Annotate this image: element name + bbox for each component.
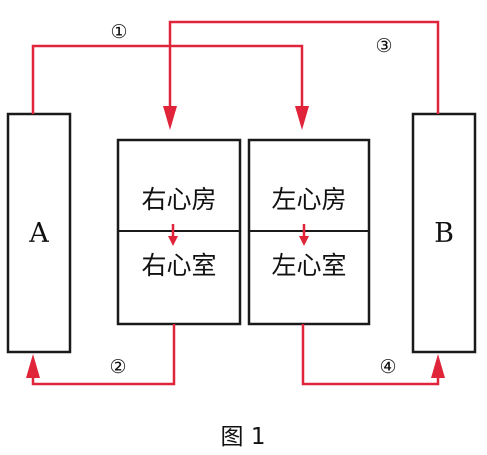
organ-b-box [411, 112, 477, 354]
organ-a-label: A [28, 218, 49, 249]
path-2-line [31, 324, 176, 386]
left-atrium-label: 左心房 [271, 185, 346, 214]
path-1-line [31, 44, 304, 114]
right-ventricle-label: 右心室 [141, 251, 216, 280]
path-2-number: ② [109, 356, 126, 378]
path-4-line [301, 324, 440, 386]
organ-a-box [6, 112, 72, 354]
path-1-number: ① [110, 21, 127, 43]
path-2-arrowhead [26, 354, 40, 378]
path-4-arrowhead [431, 354, 445, 378]
organ-b-label: B [434, 218, 454, 249]
figure-caption: 图 1 [221, 424, 266, 450]
path-3-arrowhead [163, 106, 177, 130]
path-4-number: ④ [379, 356, 396, 378]
path-1-arrowhead [295, 106, 309, 130]
path-3-line [168, 20, 440, 114]
path-3-number: ③ [375, 35, 392, 57]
left-internal-arrow-head [299, 236, 309, 246]
right-atrium-label: 右心房 [141, 185, 216, 214]
left-ventricle-label: 左心室 [271, 251, 346, 280]
right-internal-arrow-head [168, 236, 178, 246]
